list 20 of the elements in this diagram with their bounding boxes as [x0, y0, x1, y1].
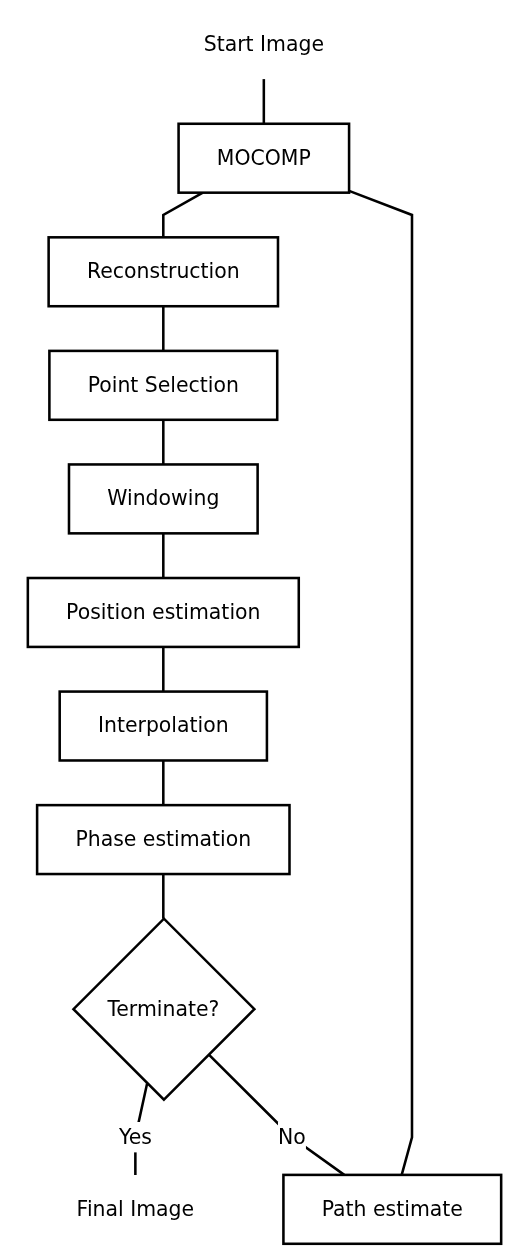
connector	[162, 533, 165, 578]
connector	[162, 306, 165, 351]
node-box: Position estimation	[26, 576, 301, 649]
connector	[262, 79, 266, 124]
connector	[162, 646, 165, 692]
node-diamond: Terminate?	[71, 916, 257, 1102]
node-box: Phase estimation	[35, 803, 291, 876]
node-box: Path estimate	[282, 1173, 503, 1246]
node-box: Reconstruction	[47, 236, 280, 308]
edge-label: No	[277, 1124, 306, 1149]
node-box: Interpolation	[58, 690, 269, 762]
edge-label: Yes	[118, 1124, 152, 1149]
node-box: Windowing	[67, 463, 259, 535]
connector	[162, 874, 165, 919]
connector	[162, 419, 165, 465]
node-text: Final Image	[76, 1196, 195, 1221]
connector	[162, 760, 165, 806]
node-box: MOCOMP	[177, 122, 351, 194]
node-box: Point Selection	[48, 349, 279, 422]
node-text: Start Image	[203, 31, 324, 57]
